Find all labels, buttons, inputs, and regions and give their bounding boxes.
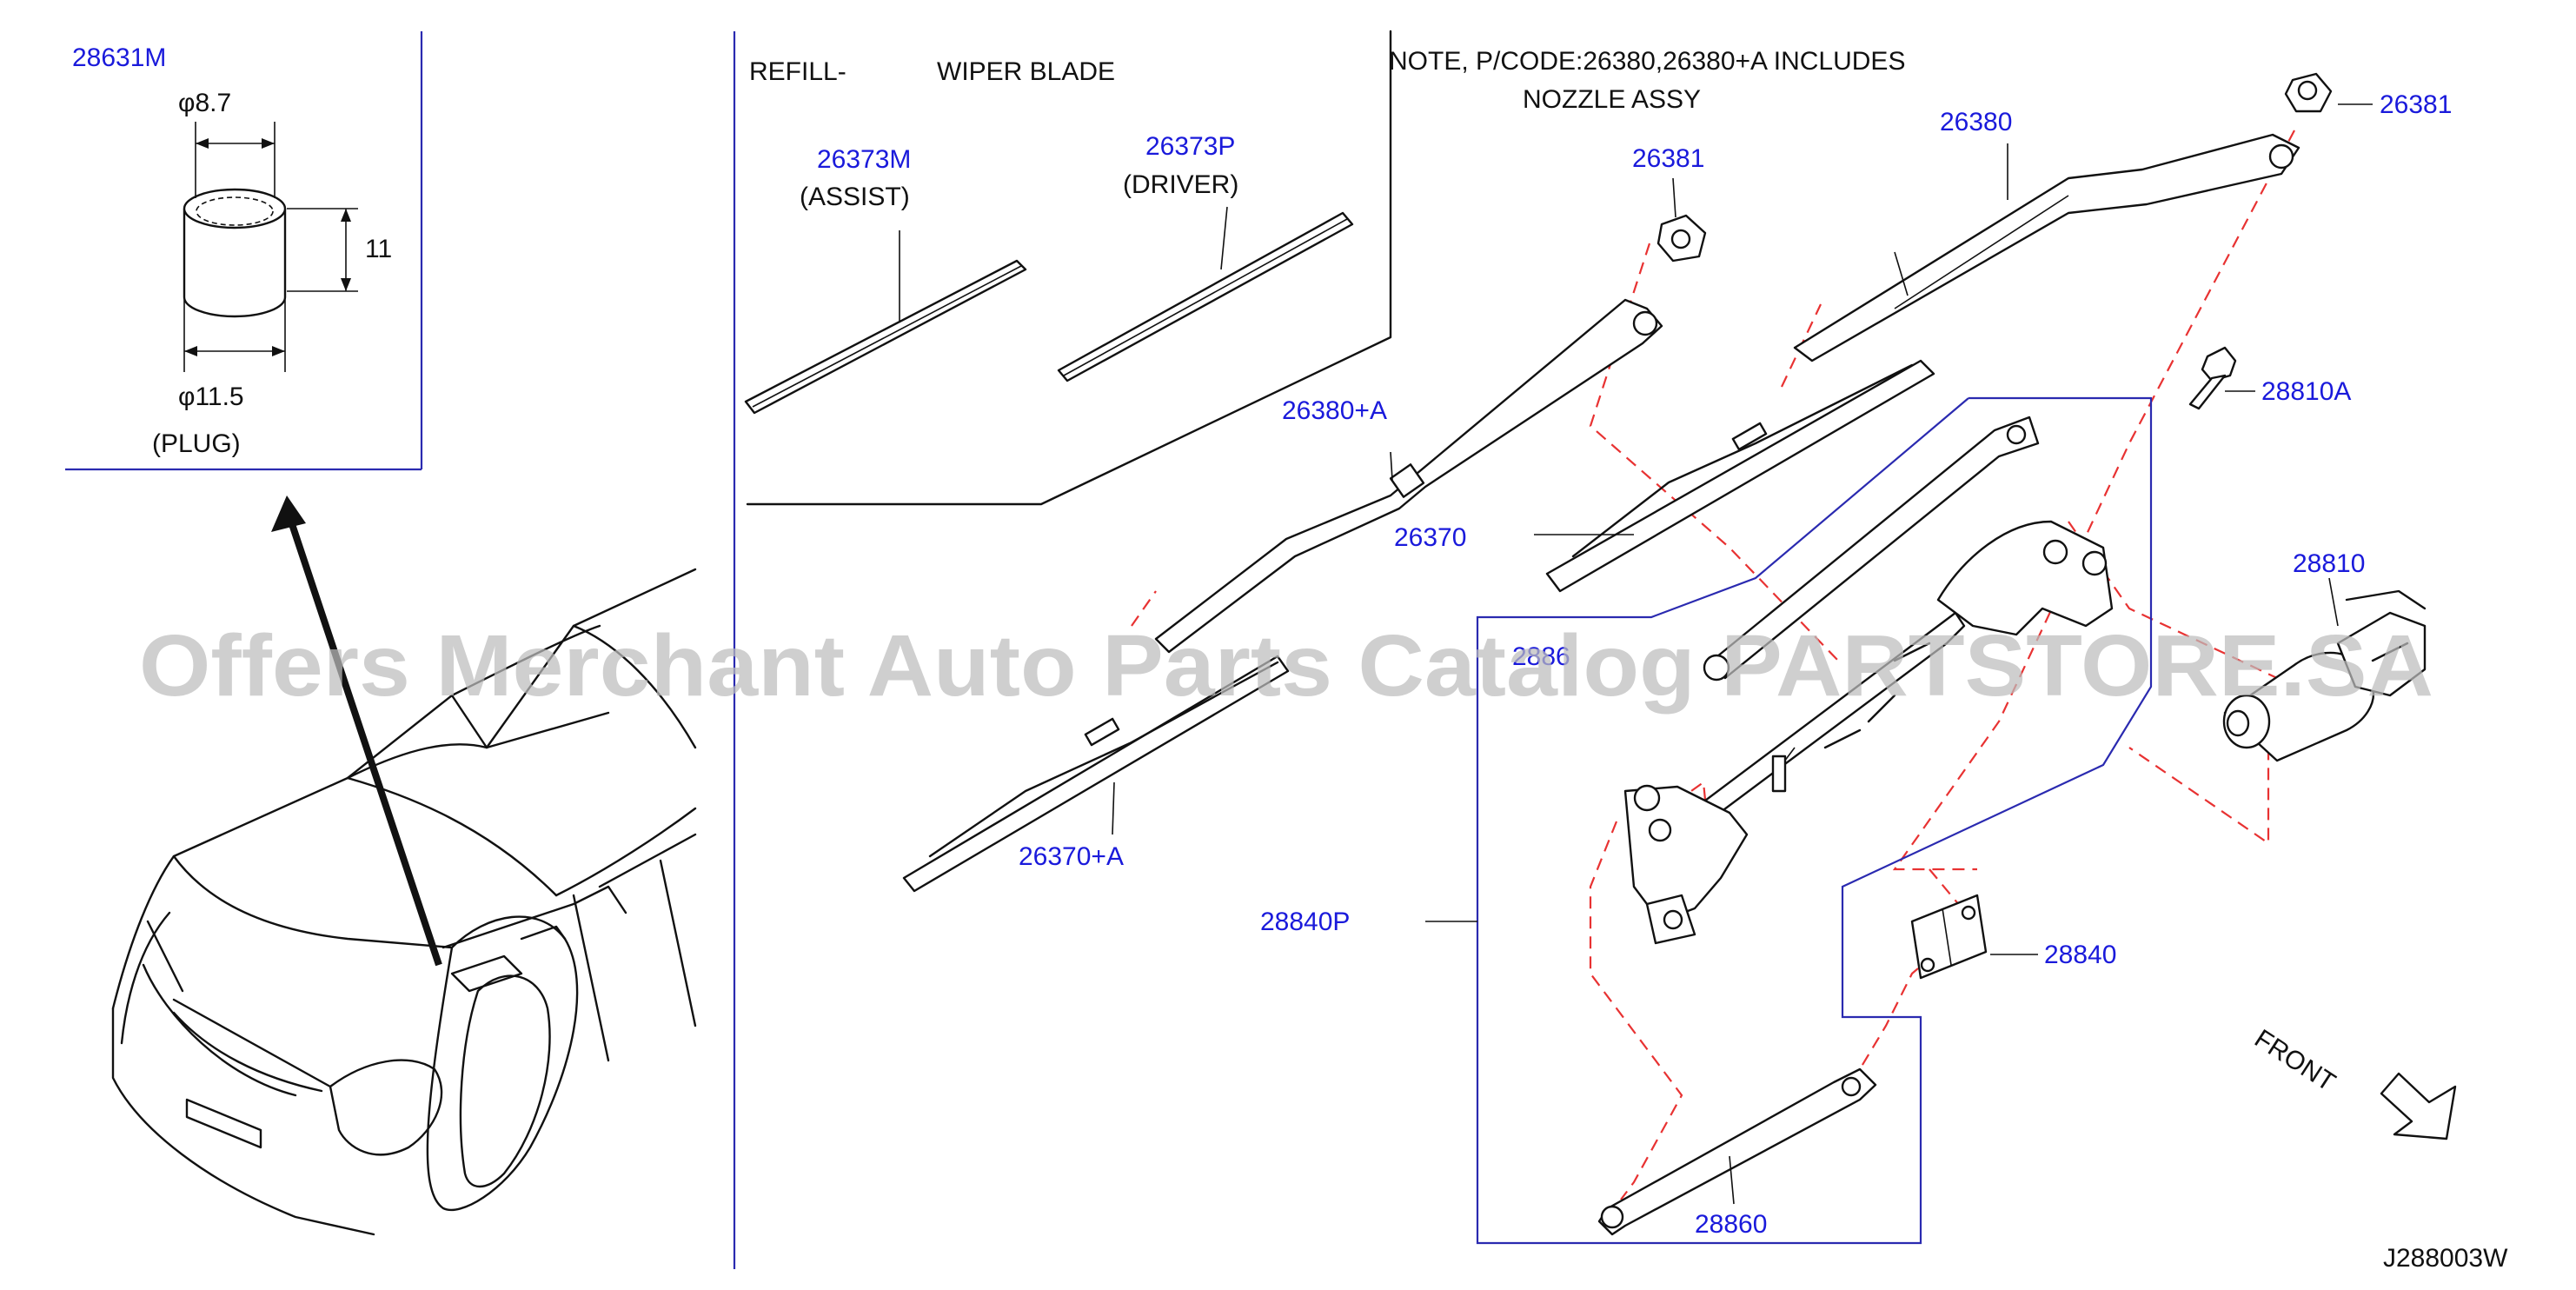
bolt (2188, 346, 2255, 410)
rod (1597, 1067, 1877, 1236)
part-label-plug: 28631M (72, 43, 166, 72)
driver-refill-strip (1057, 206, 1354, 382)
front-label: FRONT (2249, 1024, 2340, 1097)
frame-lines (65, 30, 1392, 1269)
nozzle-left (1656, 177, 1707, 263)
car-illustration (111, 568, 697, 1236)
part-label-rod: 28860 (1695, 1210, 1767, 1239)
location-arrow (271, 495, 442, 967)
part-label-assist-refill: 26373M (817, 145, 911, 174)
assist-caption: (ASSIST) (800, 183, 910, 211)
diagram-code: J288003W (2383, 1244, 2508, 1273)
part-label-nozzle-right: 26381 (2380, 90, 2452, 119)
part-label-hidden: 2886 (1512, 642, 1570, 671)
note-line-2: NOZZLE ASSY (1523, 85, 1701, 114)
wiper-arm-left (1154, 298, 1663, 654)
part-label-bolt: 28810A (2261, 377, 2351, 406)
linkage-group-box (1476, 396, 2153, 1245)
plug-inner-diameter: φ8.7 (178, 89, 231, 117)
refill-title: REFILL- (749, 57, 846, 86)
watermark: Offers Merchant Auto Parts Catalog PARTS… (139, 617, 2433, 715)
plug-name: (PLUG) (152, 429, 241, 458)
part-label-bracket: 28840 (2044, 941, 2116, 969)
wiper-arm-right (1793, 133, 2300, 362)
assist-refill-strip (744, 230, 1027, 415)
driver-caption: (DRIVER) (1123, 170, 1238, 199)
wiper-blade-left (902, 655, 1290, 893)
note-line-1: NOTE, P/CODE:26380,26380+A INCLUDES (1389, 47, 1905, 76)
part-label-linkage-assy: 28840P (1260, 908, 1350, 936)
part-label-nozzle-left: 26381 (1632, 144, 1704, 173)
part-label-blade-left: 26370+A (1019, 842, 1124, 871)
plug-height: 11 (365, 235, 392, 263)
part-label-arm-right: 26380 (1940, 108, 2012, 136)
front-arrow (2380, 1072, 2457, 1140)
part-label-driver-refill: 26373P (1145, 132, 1235, 161)
part-label-arm-left: 26380+A (1282, 396, 1387, 425)
plug-outer-diameter: φ11.5 (178, 382, 244, 411)
part-label-blade-right: 26370 (1394, 523, 1466, 552)
nozzle-right (2284, 72, 2373, 113)
wiper-blade-right (1534, 359, 1935, 593)
wiper-blade-title: WIPER BLADE (937, 57, 1115, 86)
wiper-motor (2222, 577, 2427, 762)
wiper-linkage (1623, 416, 2114, 945)
part-label-motor: 28810 (2293, 549, 2365, 578)
plug-detail (183, 122, 358, 372)
bracket (1910, 894, 2038, 980)
